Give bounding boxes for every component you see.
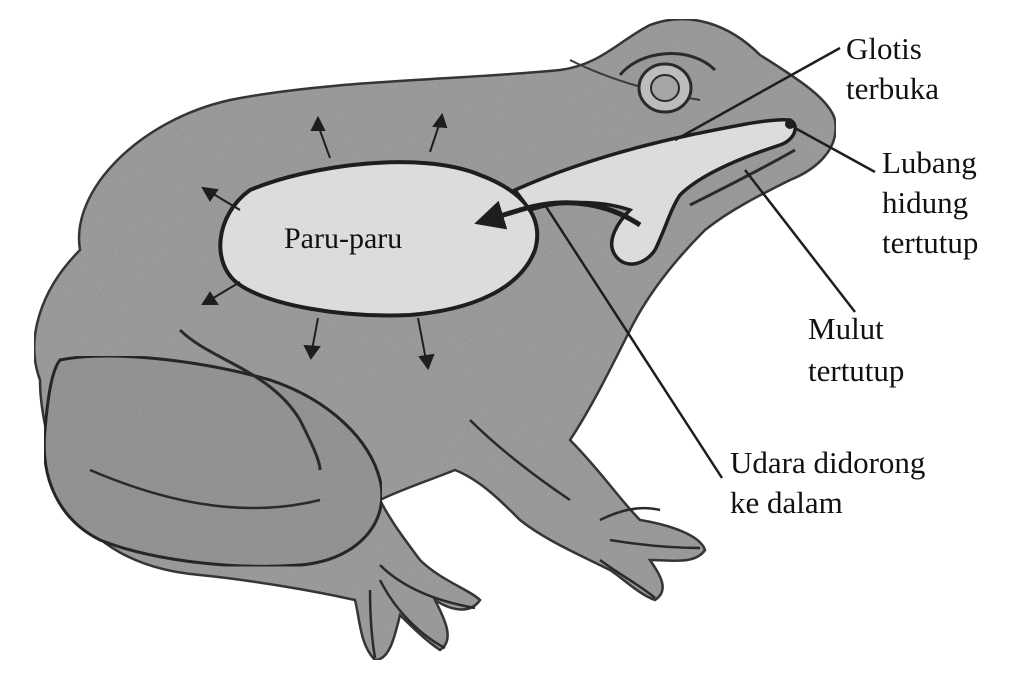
- air-label-line1: Udara didorong: [730, 446, 925, 480]
- nostril: [785, 119, 795, 129]
- air-label-line2: ke dalam: [730, 486, 843, 520]
- nostril-label-line3: tertutup: [882, 226, 978, 260]
- nostril-label-line2: hidung: [882, 186, 968, 220]
- mouth-label-line1: Mulut: [808, 312, 884, 346]
- mouth-label-line2: tertutup: [808, 354, 904, 388]
- glottis-label-line1: Glotis: [846, 32, 922, 66]
- lungs-label: Paru-paru: [284, 222, 402, 256]
- frog-body: [34, 19, 835, 660]
- mouth-leader-line: [745, 170, 855, 312]
- glottis-label-line2: terbuka: [846, 72, 939, 106]
- nostril-label-line1: Lubang: [882, 146, 977, 180]
